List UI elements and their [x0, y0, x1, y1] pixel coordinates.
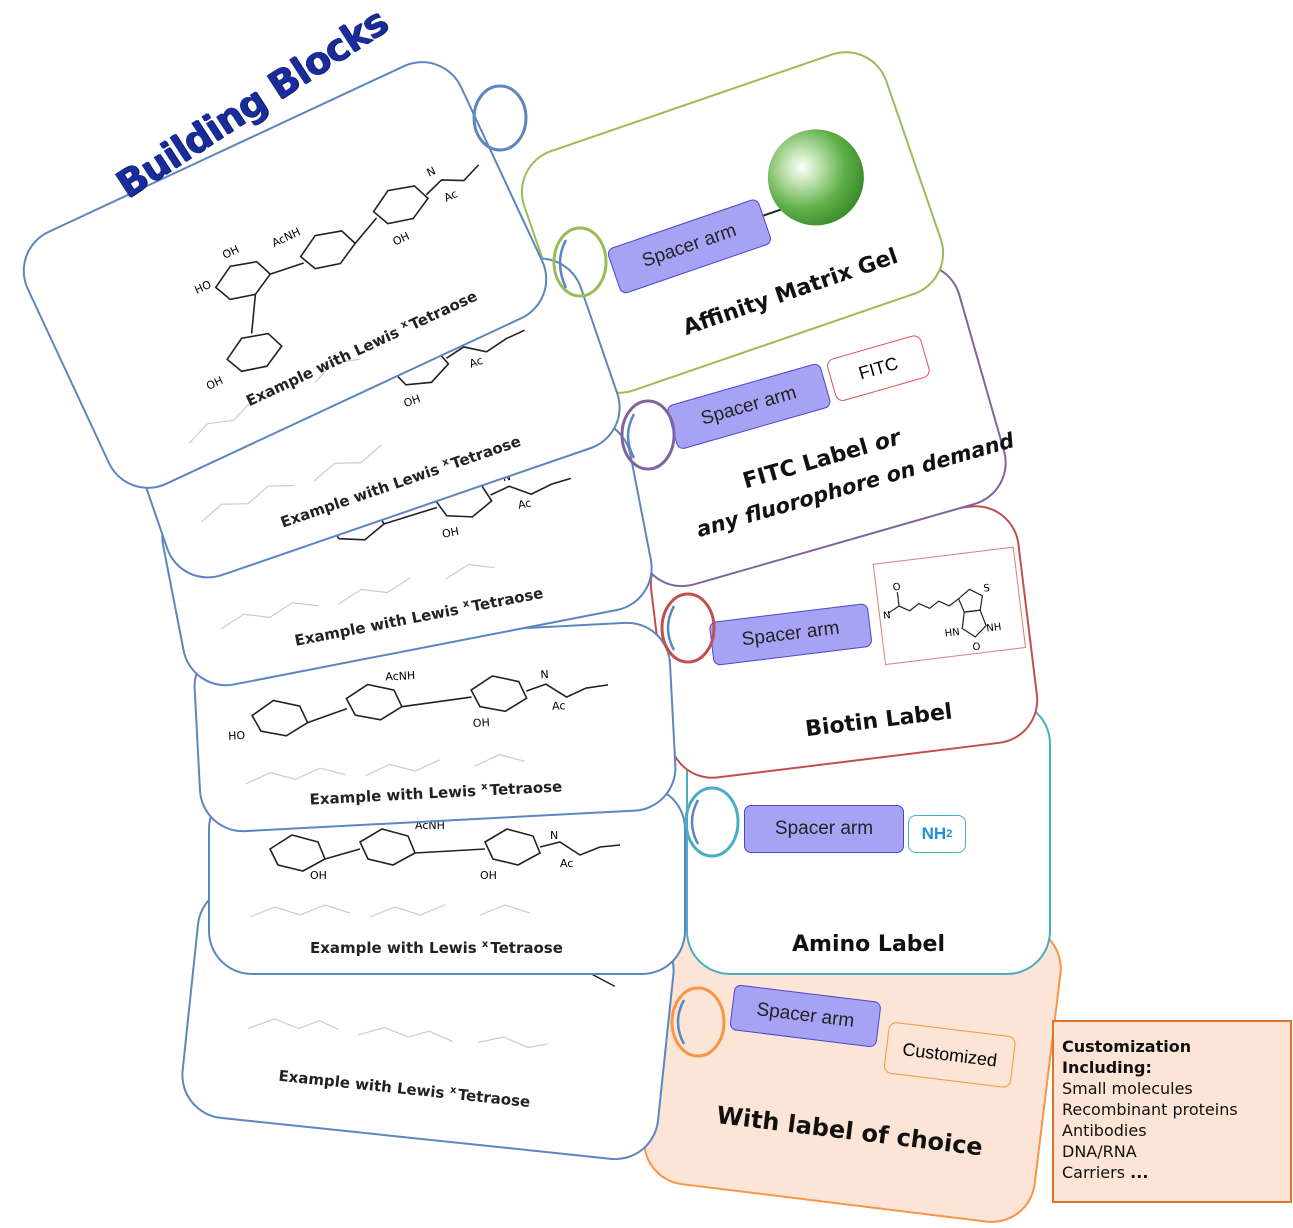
biotin-hn: HN: [944, 627, 960, 640]
fitc-tag: FITC: [825, 333, 932, 403]
example-sup-5: x: [481, 939, 489, 950]
ac-label-3: Ac: [517, 497, 533, 512]
customization-item: DNA/RNA: [1062, 1142, 1137, 1161]
ho-label-4: HO: [228, 729, 246, 743]
oh-label-1a: OH: [220, 243, 241, 262]
spacer-arm-affinity: Spacer arm: [605, 197, 773, 296]
spacer-arm-fitc: Spacer arm: [665, 362, 833, 451]
oh-label-5b: OH: [480, 869, 497, 882]
customization-ellipsis: ...: [1130, 1163, 1149, 1182]
n-label-4: N: [540, 668, 549, 681]
nh2-tag-main: NH: [921, 824, 947, 843]
custom-label-title: With label of choice: [714, 1100, 985, 1162]
gel-bead: [754, 116, 877, 239]
biotin-label-title: Biotin Label: [803, 699, 954, 743]
biotin-n: N: [883, 610, 892, 622]
example-sup-6: x: [449, 1084, 457, 1097]
oh-label-5a: OH: [310, 869, 327, 882]
oh-label-1b: OH: [391, 230, 412, 249]
example-suffix-4: Tetraose: [489, 777, 563, 800]
ho-label-1: HO: [193, 278, 214, 297]
biotin-o2: O: [972, 641, 981, 653]
building-block-card-1: AcNH HO OH OH OH N Ac Example with Lewis…: [8, 46, 562, 504]
customization-box: Customization Including: Small molecules…: [1052, 1020, 1292, 1203]
biotin-nh: NH: [986, 622, 1002, 635]
fitc-title-or: or: [871, 425, 904, 457]
biotin-o: O: [892, 582, 901, 594]
amino-label-title: Amino Label: [792, 932, 946, 957]
biotin-s: S: [983, 583, 991, 595]
ac-label-4: Ac: [552, 699, 566, 713]
acnh-label-1: AcNH: [270, 225, 303, 249]
ac-label-5: Ac: [560, 857, 573, 870]
example-prefix-5: Example with Lewis: [310, 939, 477, 957]
customization-item-last: Carriers ...: [1062, 1162, 1282, 1183]
example-sup-4: x: [480, 781, 488, 793]
ac-label-1: Ac: [442, 187, 460, 204]
lewis-x-structure-5: AcNH OH OH N Ac: [249, 819, 621, 918]
example-sup-3: x: [461, 598, 471, 611]
biotin-structure: N O S HN NH O: [883, 582, 1003, 654]
acnh-label-4: AcNH: [385, 669, 416, 684]
customization-heading-1: Customization: [1062, 1037, 1192, 1056]
customization-heading-2: Including:: [1062, 1058, 1152, 1077]
oh-label-1c: OH: [204, 374, 225, 393]
nh2-tag-sub: 2: [946, 828, 953, 840]
ac-label-2: Ac: [468, 354, 485, 371]
customization-item: Recombinant proteins: [1062, 1100, 1238, 1119]
customization-item: Small molecules: [1062, 1079, 1193, 1098]
customized-tag: Customized: [883, 1021, 1017, 1089]
example-suffix-5: Tetraose: [490, 939, 563, 957]
lewis-x-structure-1: AcNH HO OH OH OH N Ac: [188, 164, 480, 444]
customization-item: Antibodies: [1062, 1121, 1147, 1140]
biotin-label-card: Spacer arm N O S HN NH O Biotin Label: [644, 500, 1044, 784]
spacer-arm-custom: Spacer arm: [729, 984, 882, 1048]
oh-label-4: OH: [473, 716, 491, 730]
biotin-structure-box: N O S HN NH O: [872, 546, 1027, 666]
spacer-arm-biotin: Spacer arm: [708, 602, 873, 667]
n-label-5: N: [550, 829, 558, 842]
lewis-x-structure-4: AcNH HO OH N Ac: [228, 668, 609, 785]
spacer-arm-amino: Spacer arm: [744, 805, 904, 853]
n-label-1: N: [425, 164, 438, 179]
customization-last-label: Carriers: [1062, 1163, 1126, 1182]
oh-label-3: OH: [441, 525, 460, 541]
oh-label-2: OH: [402, 392, 422, 410]
building-block-card-4: AcNH HO OH N Ac Example with Lewis xTetr…: [191, 619, 679, 835]
